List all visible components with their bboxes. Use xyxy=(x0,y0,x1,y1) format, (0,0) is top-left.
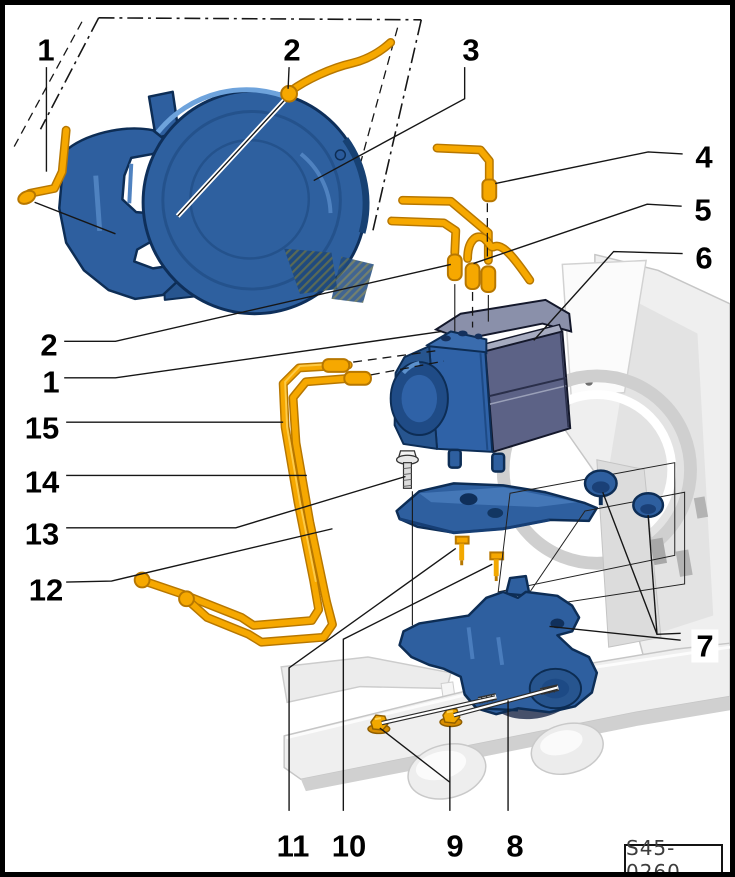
callout-12: 12 xyxy=(28,572,64,608)
securing-bolt xyxy=(395,450,419,489)
abs-pipe-union xyxy=(464,262,481,291)
upper-brake-pipes xyxy=(17,38,535,294)
pipe-union xyxy=(343,370,372,386)
abs-control-unit xyxy=(484,330,572,454)
pipe-union xyxy=(321,358,351,373)
figure-code-box: S45-0260 xyxy=(624,836,723,872)
bracket-plate-pin xyxy=(489,551,505,582)
rubber-bushing xyxy=(583,469,618,506)
abs-pipe-union xyxy=(446,253,463,282)
brake-servo-assembly xyxy=(58,87,374,316)
detail-region-outline xyxy=(12,17,423,235)
servo-stud xyxy=(334,149,347,161)
callout-1-top: 1 xyxy=(37,32,55,68)
pipe-end-union xyxy=(17,189,37,205)
callout-11: 11 xyxy=(276,828,310,864)
callout-2-left: 2 xyxy=(40,327,58,363)
pipe-union xyxy=(481,178,498,203)
callout-3: 3 xyxy=(462,32,480,68)
callout-2-top: 2 xyxy=(283,32,301,68)
lower-mounting-bracket xyxy=(398,574,599,716)
master-cylinder xyxy=(58,127,178,301)
abs-hydraulic-unit xyxy=(389,298,573,473)
abs-bracket-plate xyxy=(395,482,599,582)
rubber-bushing xyxy=(632,492,665,519)
callout-10: 10 xyxy=(331,828,367,864)
callout-8: 8 xyxy=(506,828,524,864)
pipe-end-union xyxy=(133,571,151,589)
callout-9: 9 xyxy=(446,828,464,864)
pipe-end-union xyxy=(178,590,195,608)
long-brake-pipes xyxy=(133,358,372,647)
callout-7: 7 xyxy=(691,629,719,663)
callout-15: 15 xyxy=(24,410,60,446)
callout-1-left: 1 xyxy=(42,364,60,400)
bracket-plate-pin xyxy=(454,535,470,566)
callout-5: 5 xyxy=(694,192,712,228)
assembly-alignment-lines xyxy=(353,203,558,726)
figure-code: S45-0260 xyxy=(626,836,681,877)
abs-pipe-union xyxy=(480,265,497,294)
callout-13: 13 xyxy=(24,516,60,552)
pipe-union xyxy=(280,84,298,103)
callout-4: 4 xyxy=(695,139,713,175)
callout-14: 14 xyxy=(24,464,60,500)
diagram-canvas xyxy=(12,17,730,811)
callout-6: 6 xyxy=(695,240,713,276)
leader-lines xyxy=(34,67,683,811)
